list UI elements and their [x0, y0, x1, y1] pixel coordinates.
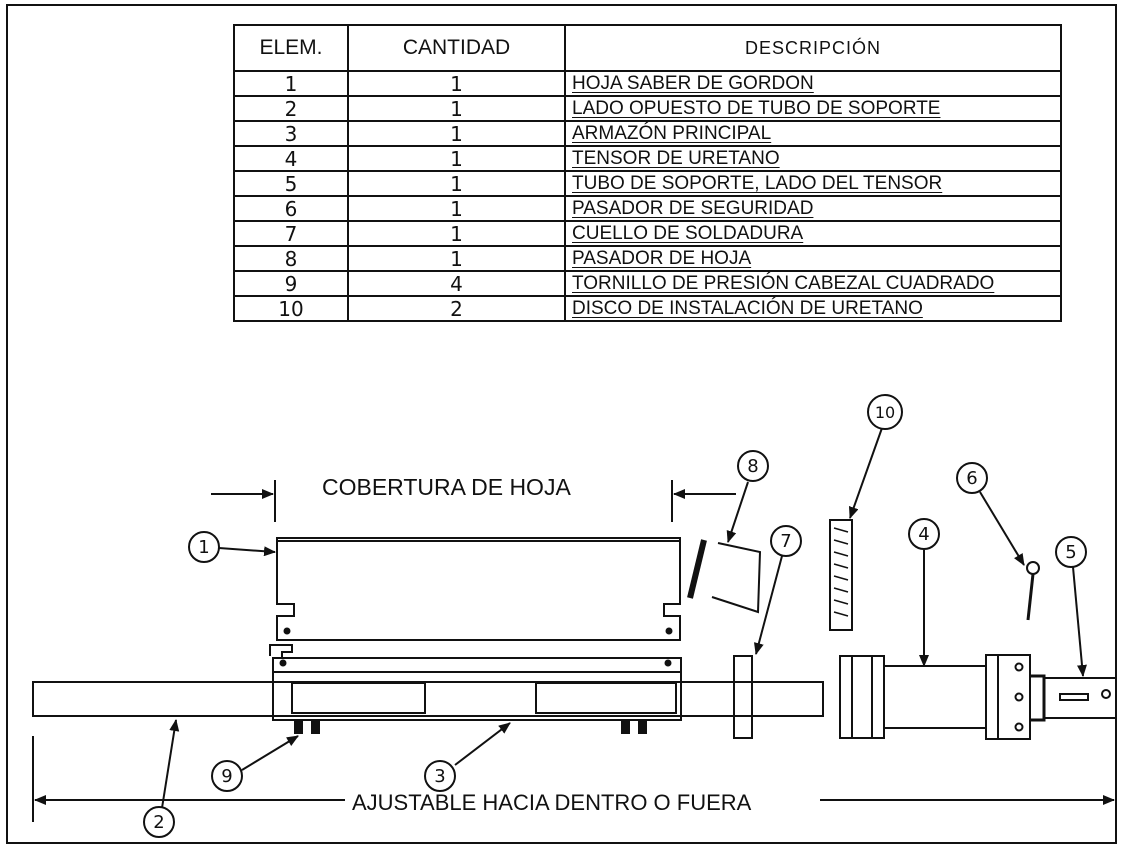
row-qty: 1: [347, 170, 566, 197]
row-desc: TORNILLO DE PRESIÓN CABEZAL CUADRADO: [564, 270, 1062, 297]
adjustable-label: AJUSTABLE HACIA DENTRO O FUERA: [352, 790, 752, 815]
row-elem: 3: [233, 120, 349, 147]
svg-text:8: 8: [747, 456, 758, 477]
row-elem: 7: [233, 220, 349, 247]
svg-text:5: 5: [1065, 542, 1076, 563]
row-qty: 1: [347, 245, 566, 272]
row-desc: PASADOR DE HOJA: [564, 245, 1062, 272]
row-qty: 1: [347, 195, 566, 222]
svg-text:1: 1: [198, 537, 209, 558]
blade-coverage-dimension: [211, 480, 736, 522]
row-qty: 1: [347, 70, 566, 97]
blade-coverage-label: COBERTURA DE HOJA: [322, 474, 571, 500]
svg-text:2: 2: [153, 812, 164, 833]
row-elem: 6: [233, 195, 349, 222]
adjustable-dimension: [32, 736, 1117, 822]
safety-pin: [1026, 561, 1040, 621]
saber-blade: [276, 537, 681, 641]
row-elem: 2: [233, 95, 349, 122]
set-screws: [294, 720, 647, 734]
svg-text:3: 3: [434, 766, 445, 787]
header-elem: ELEM.: [233, 24, 349, 72]
row-desc: TUBO DE SOPORTE, LADO DEL TENSOR: [564, 170, 1062, 197]
row-qty: 1: [347, 120, 566, 147]
callout-6: 6: [956, 462, 988, 494]
svg-text:6: 6: [966, 468, 977, 489]
row-desc: HOJA SABER DE GORDON: [564, 70, 1062, 97]
callout-9: 9: [211, 760, 243, 792]
blade-pin: [687, 539, 762, 614]
callout-1: 1: [188, 531, 220, 563]
row-desc: DISCO DE INSTALACIÓN DE URETANO: [564, 295, 1062, 322]
parts-table-header: ELEM. CANTIDAD DESCRIPCIÓN: [233, 24, 1062, 72]
urethane-discs: [829, 519, 853, 631]
svg-text:10: 10: [875, 403, 895, 422]
callout-10: 10: [867, 394, 903, 430]
svg-text:4: 4: [918, 524, 929, 545]
row-qty: 1: [347, 145, 566, 172]
header-qty: CANTIDAD: [347, 24, 566, 72]
row-qty: 1: [347, 95, 566, 122]
support-tube-tensioner: [1043, 677, 1117, 719]
row-qty: 1: [347, 220, 566, 247]
callout-4: 4: [908, 518, 940, 550]
drawing-frame: [6, 4, 1117, 844]
row-elem: 9: [233, 270, 349, 297]
row-elem: 5: [233, 170, 349, 197]
row-elem: 1: [233, 70, 349, 97]
callout-2: 2: [143, 806, 175, 838]
row-desc: TENSOR DE URETANO: [564, 145, 1062, 172]
header-desc: DESCRIPCIÓN: [564, 24, 1062, 72]
callout-5: 5: [1055, 536, 1087, 568]
callout-8: 8: [737, 450, 769, 482]
row-elem: 8: [233, 245, 349, 272]
row-elem: 10: [233, 295, 349, 322]
row-desc: PASADOR DE SEGURIDAD: [564, 195, 1062, 222]
callout-leaders: [161, 427, 1087, 809]
callout-7: 7: [770, 525, 802, 557]
svg-text:9: 9: [221, 766, 232, 787]
main-frame: [269, 644, 682, 721]
callout-3: 3: [424, 760, 456, 792]
urethane-tensioner: [839, 654, 1046, 740]
row-elem: 4: [233, 145, 349, 172]
support-tube-opposite: [32, 681, 824, 717]
svg-text:7: 7: [780, 531, 791, 552]
row-desc: LADO OPUESTO DE TUBO DE SOPORTE: [564, 95, 1062, 122]
row-desc: CUELLO DE SOLDADURA: [564, 220, 1062, 247]
row-qty: 4: [347, 270, 566, 297]
row-desc: ARMAZÓN PRINCIPAL: [564, 120, 1062, 147]
weld-collar: [733, 655, 753, 739]
row-qty: 2: [347, 295, 566, 322]
